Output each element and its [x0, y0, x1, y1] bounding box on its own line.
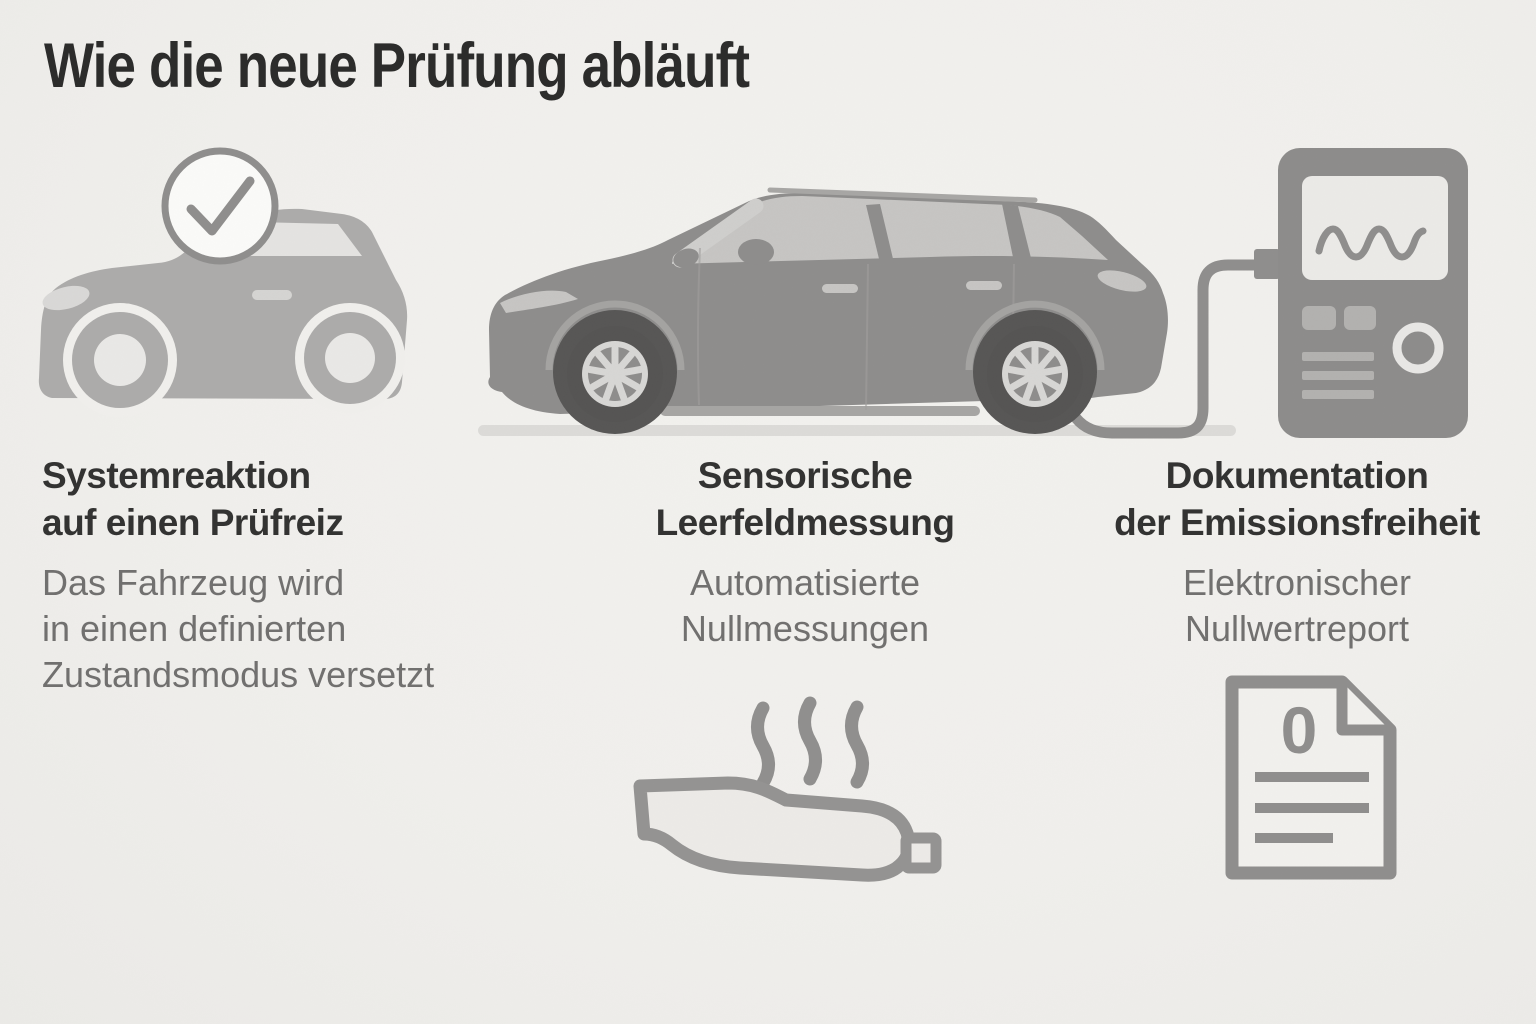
- column-heading: Systemreaktion auf einen Prüfreiz: [42, 455, 344, 543]
- column-heading: Sensorische Leerfeldmessung: [655, 455, 955, 543]
- page-title: Wie die neue Prüfung abläuft: [44, 31, 750, 101]
- column-heading: Dokumentation der Emissionsfreiheit: [1114, 455, 1480, 543]
- column-leerfeldmessung: Sensorische Leerfeldmessung Automatisier…: [565, 452, 1045, 652]
- column-systemreaktion: Systemreaktion auf einen Prüfreiz Das Fa…: [42, 452, 522, 698]
- column-description: Elektronischer Nullwertreport: [1182, 562, 1412, 649]
- column-description: Automatisierte Nullmessungen: [680, 562, 930, 649]
- column-dokumentation: Dokumentation der Emissionsfreiheit Elek…: [1057, 452, 1536, 652]
- column-description: Das Fahrzeug wird in einen definierten Z…: [42, 562, 435, 695]
